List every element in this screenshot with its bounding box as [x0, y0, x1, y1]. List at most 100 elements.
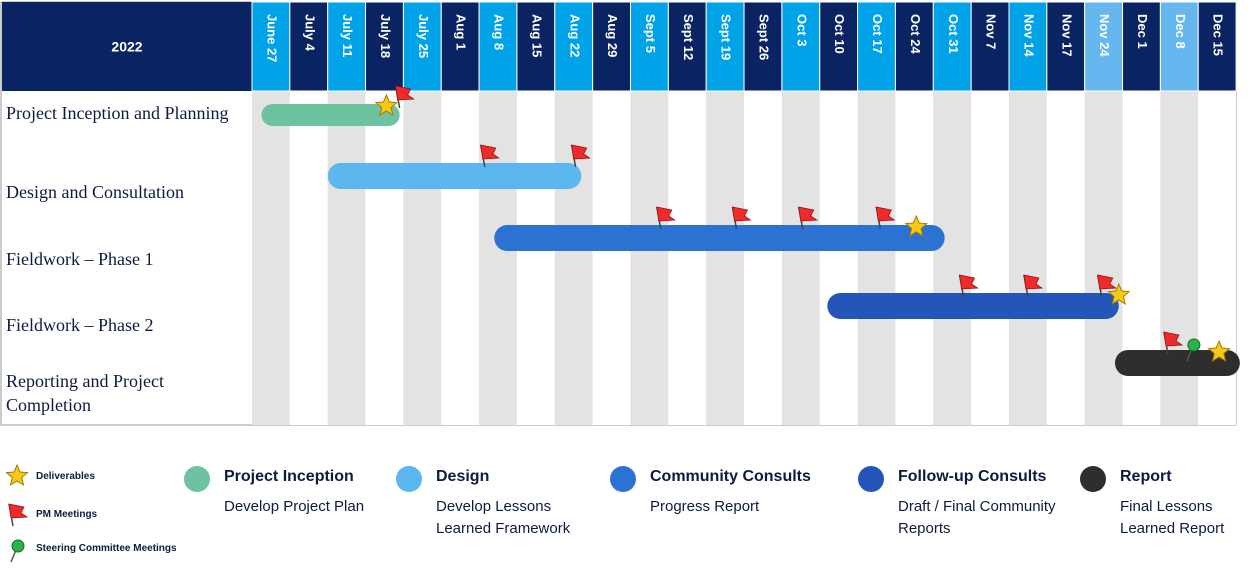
phase-title: Community Consults: [650, 468, 811, 485]
week-label: Aug 15: [529, 14, 544, 57]
week-header-cell: [592, 1, 632, 92]
week-label: Nov 7: [984, 14, 999, 49]
task-label: Fieldwork – Phase 1: [6, 249, 154, 269]
week-header-cell: [327, 1, 367, 92]
pushpin-icon: [10, 539, 25, 563]
week-label: Sept 5: [643, 14, 658, 53]
week-label: July 18: [378, 14, 393, 58]
week-label: July 25: [416, 14, 431, 58]
flag-icon: [394, 85, 415, 109]
week-label: Sept 12: [681, 14, 696, 60]
week-column: [479, 91, 517, 425]
week-label: Oct 31: [946, 14, 961, 54]
star-icon: [1107, 282, 1131, 305]
week-column: [1084, 91, 1123, 425]
flag-icon: [731, 206, 752, 230]
phase-color-dot: [184, 466, 210, 492]
week-header-cell: [1008, 1, 1048, 92]
week-header-cell: [781, 1, 821, 92]
phase-description: Final Lessons Learned Report: [1120, 498, 1225, 537]
task-label: Fieldwork – Phase 2: [6, 315, 154, 335]
flag-icon: [875, 206, 896, 230]
week-label: Nov 17: [1059, 14, 1074, 57]
week-header-cell: [970, 1, 1010, 92]
flag-icon: [480, 144, 500, 168]
week-header-cell: [289, 1, 329, 92]
flag-icon: [570, 144, 591, 168]
phase-title: Design: [436, 468, 490, 485]
week-label: July 11: [340, 14, 355, 57]
week-label: June 27: [264, 14, 279, 62]
week-label: Oct 3: [794, 14, 809, 47]
task-label: Project Inception and Planning: [6, 103, 229, 123]
week-column: [781, 91, 820, 425]
week-header-cell: [857, 1, 896, 92]
week-header-cell: [1197, 1, 1237, 92]
week-column: [252, 91, 290, 425]
phase-color-dot: [610, 466, 636, 492]
week-header-cell: [894, 1, 934, 92]
symbol-legend-label: PM Meetings: [36, 509, 98, 520]
week-header-cell: [516, 1, 556, 92]
week-column: [441, 91, 480, 425]
phase-description: Develop Lessons Learned Framework: [436, 498, 571, 537]
phase-description: Develop Project Plan: [224, 498, 365, 515]
phase-title: Report: [1120, 468, 1172, 485]
task-bar[interactable]: [261, 104, 400, 126]
phase-title: Follow-up Consults: [898, 468, 1047, 485]
week-column: [365, 91, 404, 425]
week-label: Sept 26: [757, 14, 772, 60]
week-column: [744, 91, 782, 425]
phase-color-dot: [396, 466, 422, 492]
week-label: Aug 29: [605, 14, 620, 57]
symbol-legend-label: Steering Committee Meetings: [36, 543, 177, 554]
flag-icon: [656, 206, 676, 230]
flag-icon: [1096, 274, 1117, 298]
week-column: [895, 91, 934, 425]
week-column: [1009, 91, 1047, 425]
task-bar[interactable]: [827, 293, 1119, 319]
week-header-cell: [1046, 1, 1086, 92]
phase-description: Draft / Final Community Reports: [898, 498, 1056, 537]
week-label: Dec 8: [1173, 14, 1188, 49]
task-bar[interactable]: [1114, 350, 1240, 376]
week-column: [933, 91, 972, 425]
week-header-cell: [1122, 1, 1161, 92]
pushpin-icon: [1186, 338, 1201, 362]
star-icon: [374, 93, 399, 116]
week-header-cell: [440, 1, 480, 92]
week-header-cell: [251, 1, 291, 92]
week-column: [516, 91, 555, 425]
week-header-cell: [667, 1, 707, 92]
week-label: July 4: [302, 14, 317, 52]
week-label: Nov 24: [1097, 14, 1112, 57]
week-header-cell: [819, 1, 859, 92]
symbol-legend-label: Deliverables: [36, 471, 95, 482]
flag-icon: [958, 274, 979, 298]
task-bar[interactable]: [327, 163, 582, 189]
week-label: Sept 19: [719, 14, 734, 60]
week-column: [327, 91, 366, 425]
star-icon: [904, 214, 928, 237]
week-column: [1046, 91, 1085, 425]
week-label: Nov 14: [1021, 14, 1036, 57]
week-column: [289, 91, 328, 425]
task-bar[interactable]: [494, 225, 945, 251]
week-column: [971, 91, 1009, 425]
week-column: [668, 91, 707, 425]
week-label: Dec 1: [1135, 14, 1150, 49]
week-label: Dec 15: [1211, 14, 1226, 56]
week-column: [554, 91, 593, 425]
week-column: [706, 91, 745, 425]
week-label: Oct 24: [908, 14, 923, 55]
year-header: [2, 2, 252, 91]
week-label: Aug 22: [567, 14, 582, 57]
star-icon: [1207, 339, 1231, 362]
week-label: Aug 8: [492, 14, 507, 50]
week-label: Oct 17: [870, 14, 885, 54]
week-header-cell: [365, 1, 404, 92]
